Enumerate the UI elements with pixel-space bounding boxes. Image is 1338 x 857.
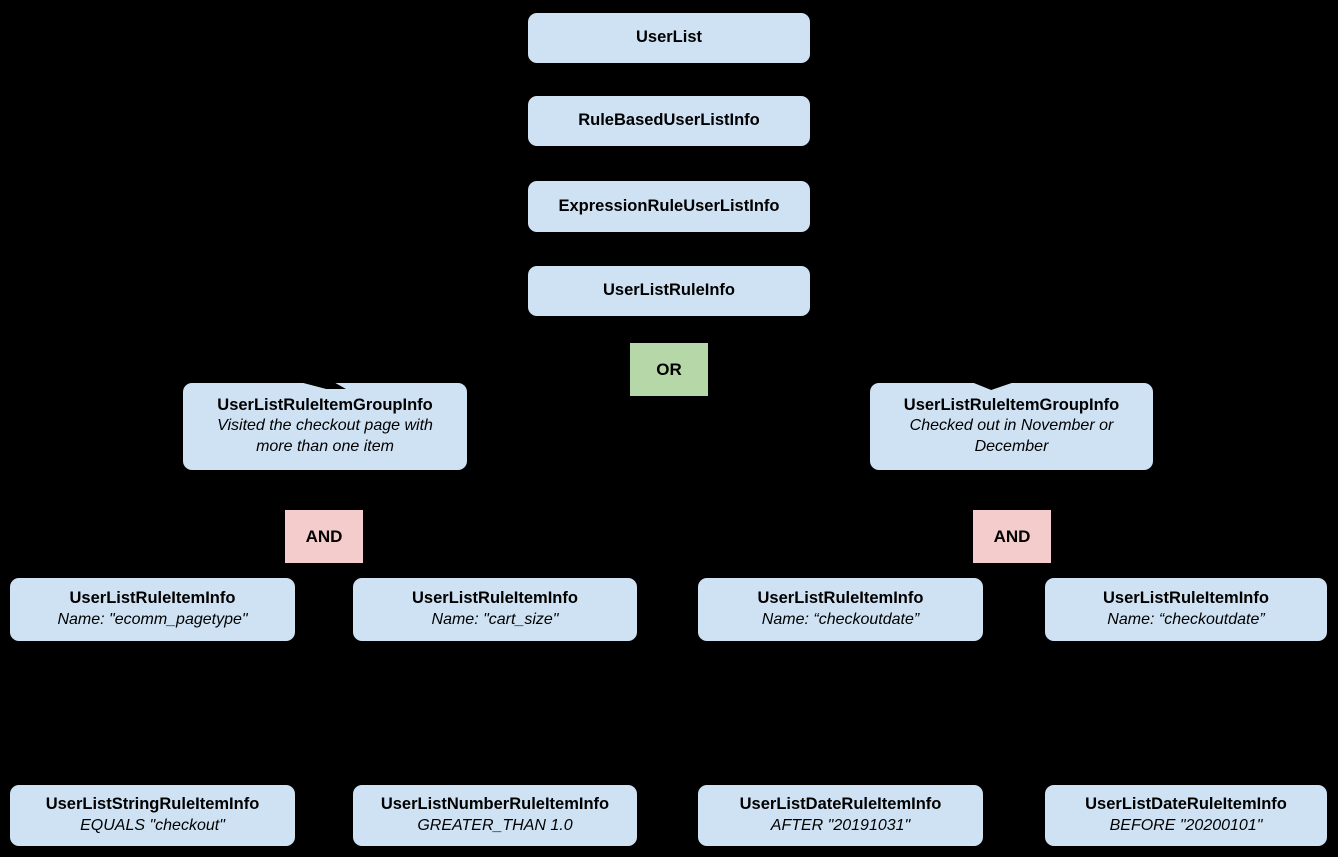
node-title: UserListStringRuleItemInfo [45, 795, 260, 814]
node-subtitle: EQUALS "checkout" [80, 816, 225, 834]
node-subtitle: Checked out in November or December [909, 417, 1114, 456]
node-rule-item-cart-size: UserListRuleItemInfo Name: "cart_size" [353, 578, 637, 641]
node-title: UserList [635, 28, 703, 47]
node-string-rule-item: UserListStringRuleItemInfo EQUALS "check… [10, 785, 295, 846]
node-rule-item-checkoutdate-2: UserListRuleItemInfo Name: “checkoutdate… [1045, 578, 1327, 641]
and-operator-box-right: AND [973, 510, 1051, 563]
node-rule-based-user-list-info: RuleBasedUserListInfo [528, 96, 810, 146]
and-operator-box-left: AND [285, 510, 363, 563]
node-userlist: UserList [528, 13, 810, 63]
node-title: UserListNumberRuleItemInfo [380, 795, 610, 814]
node-subtitle: GREATER_THAN 1.0 [417, 816, 573, 834]
node-subtitle: Name: "cart_size" [431, 610, 559, 628]
node-title: UserListRuleItemGroupInfo [217, 395, 433, 414]
node-title: UserListRuleItemInfo [412, 589, 578, 608]
node-title: RuleBasedUserListInfo [578, 111, 760, 130]
node-title: UserListRuleItemGroupInfo [903, 395, 1120, 414]
node-date-rule-item-after: UserListDateRuleItemInfo AFTER "20191031… [698, 785, 983, 846]
connector-arrowhead-icon [294, 378, 346, 389]
node-title: ExpressionRuleUserListInfo [558, 196, 780, 215]
node-rule-item-ecomm-pagetype: UserListRuleItemInfo Name: "ecomm_pagety… [10, 578, 295, 641]
node-rule-item-checkoutdate-1: UserListRuleItemInfo Name: “checkoutdate… [698, 578, 983, 641]
node-title: UserListRuleInfo [602, 281, 736, 300]
or-operator-box: OR [630, 343, 708, 396]
node-title: UserListDateRuleItemInfo [1085, 795, 1287, 814]
node-subtitle: Name: “checkoutdate” [761, 610, 920, 628]
node-expression-rule-user-list-info: ExpressionRuleUserListInfo [528, 181, 810, 232]
node-subtitle: Name: “checkoutdate” [1107, 610, 1265, 628]
node-subtitle: BEFORE "20200101" [1109, 816, 1263, 834]
node-user-list-rule-info: UserListRuleInfo [528, 266, 810, 316]
node-number-rule-item: UserListNumberRuleItemInfo GREATER_THAN … [353, 785, 637, 846]
node-rule-item-group-left: UserListRuleItemGroupInfo Visited the ch… [183, 383, 467, 470]
node-title: UserListRuleItemInfo [1103, 589, 1269, 608]
node-rule-item-group-right: UserListRuleItemGroupInfo Checked out in… [870, 383, 1153, 470]
node-title: UserListRuleItemInfo [757, 589, 924, 608]
node-title: UserListDateRuleItemInfo [739, 795, 942, 814]
node-date-rule-item-before: UserListDateRuleItemInfo BEFORE "2020010… [1045, 785, 1327, 846]
node-title: UserListRuleItemInfo [69, 589, 236, 608]
node-subtitle: Name: "ecomm_pagetype" [57, 610, 248, 628]
node-subtitle: AFTER "20191031" [770, 816, 911, 834]
node-subtitle: Visited the checkout page with more than… [217, 417, 433, 456]
